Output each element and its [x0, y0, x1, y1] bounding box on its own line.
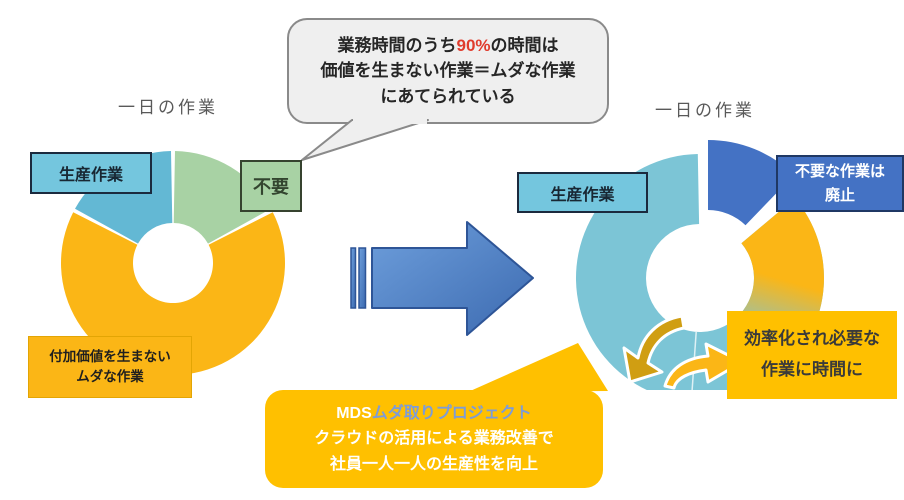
left-label-unnecessary: 不要: [240, 160, 302, 212]
right-label-abolish-line2: 廃止: [824, 186, 855, 204]
left-chart-title: 一日の作業: [118, 98, 218, 117]
left-donut-segment-unnecessary: [173, 151, 271, 244]
top-bubble-line1-post: の時間は: [490, 35, 559, 55]
transform-arrow-icon: [350, 221, 534, 336]
right-label-abolish-line1: 不要な作業は: [794, 162, 885, 180]
right-chart-title: 一日の作業: [655, 101, 755, 120]
bottom-bubble-brand: MDS: [336, 404, 372, 422]
left-label-waste: 付加価値を生まない ムダな作業: [28, 336, 192, 398]
bottom-bubble-line3: 社員一人一人の生産性を向上: [329, 455, 538, 473]
bottom-bubble-line2: クラウドの活用による業務改善で: [314, 430, 554, 448]
top-bubble-line2: 価値を生まない作業＝ムダな作業: [320, 61, 576, 81]
top-bubble-highlight-90: 90%: [456, 35, 491, 55]
right-label-efficient-line2: 作業に時間に: [761, 360, 863, 379]
top-bubble-line3: にあてられている: [380, 86, 516, 106]
top-bubble-line1: 業務時間のうち90%の時間は: [337, 33, 558, 59]
bottom-speech-bubble: MDSムダ取りプロジェクト クラウドの活用による業務改善で 社員一人一人の生産性…: [265, 390, 603, 488]
bottom-bubble-tail: [468, 343, 608, 392]
right-label-efficient: 効率化され必要な 作業に時間に: [727, 311, 897, 399]
top-speech-bubble: 業務時間のうち90%の時間は 価値を生まない作業＝ムダな作業 にあてられている: [287, 18, 609, 124]
recycle-arrow-down-icon: [622, 314, 686, 384]
top-bubble-tail: [301, 117, 429, 161]
right-label-abolish: 不要な作業は 廃止: [776, 155, 904, 212]
bottom-bubble-project: ムダ取りプロジェクト: [371, 404, 532, 422]
right-label-productive: 生産作業: [517, 172, 648, 213]
left-label-waste-line1: 付加価値を生まない: [49, 348, 171, 364]
right-donut-segment-abolished: [708, 139, 795, 226]
left-donut-segment-waste: [61, 212, 285, 376]
top-bubble-line1-pre: 業務時間のうち: [337, 35, 457, 55]
right-label-efficient-line1: 効率化され必要な: [744, 329, 880, 349]
left-label-productive: 生産作業: [30, 152, 152, 194]
left-label-waste-line2: ムダな作業: [76, 369, 144, 384]
recycle-arrow-right-icon: [663, 342, 744, 390]
bottom-bubble-line1: MDSムダ取りプロジェクト: [336, 401, 532, 427]
